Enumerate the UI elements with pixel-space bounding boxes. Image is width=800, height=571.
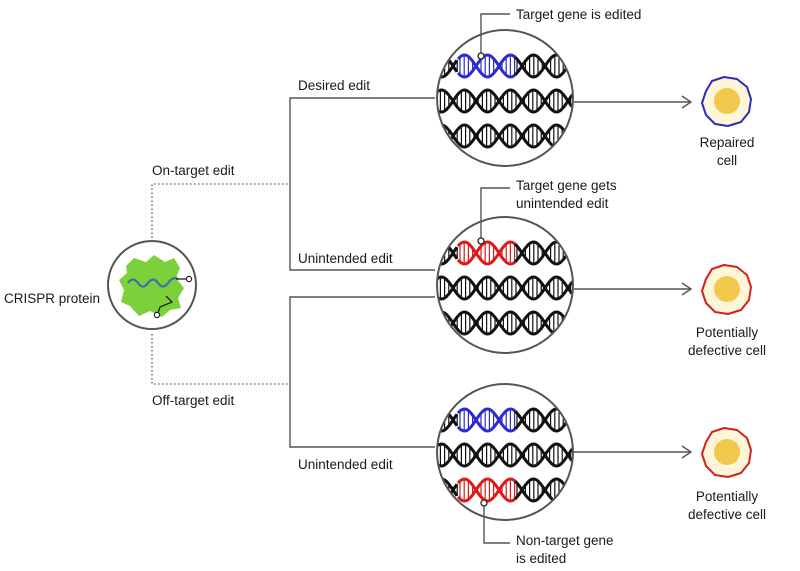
crispr-protein-icon [107,240,197,330]
cells [701,76,752,478]
dna-panel-1 [436,29,574,167]
dna-helix [438,275,572,301]
dna-panel-circle [436,383,574,521]
off-target-branch [289,296,435,448]
callout-target-unintended-2: unintended edit [516,196,609,211]
leader-target-edited [480,13,510,55]
callout-target-unintended-1: Target gene gets [516,178,617,193]
strand-end [153,311,161,319]
dna-panel-3 [436,383,574,521]
protein-blob [119,255,184,317]
dna-panel-circle [436,216,574,354]
leader-target-unintended-dot [477,237,485,245]
leader-target-unintended [480,187,510,240]
leader-target-edited-dot [477,52,485,60]
outcome-2-line2: defective cell [688,343,766,358]
probe-end [185,275,193,283]
dna-panel-circle [436,29,574,167]
cell-nucleus [714,88,740,114]
outcome-3-line1: Potentially [696,489,759,504]
cell-3 [701,427,752,478]
callout-target-edited: Target gene is edited [516,7,641,22]
cell-nucleus [714,439,740,465]
leader-nontarget-dot [480,499,488,507]
dna-panel-2 [436,216,574,354]
cell-1 [701,76,752,127]
arrow-head-3 [681,445,693,459]
arrow-head-1 [681,95,693,109]
dna-panels [436,29,574,521]
guide-rna [127,277,179,288]
on-target-dotted-line [151,183,290,238]
unintended-edit-label-2: Unintended edit [298,457,393,472]
dna-helix [438,407,572,433]
outcome-1-line1: Repaired [700,135,755,150]
unintended-edit-label-1: Unintended edit [298,251,393,266]
protein-strand [157,295,174,314]
off-target-label: Off-target edit [152,393,235,408]
outcome-1-line2: cell [717,153,737,168]
dna-helix [438,442,572,468]
crispr-protein-label: CRISPR protein [4,291,100,306]
cell-nucleus [714,276,740,302]
outcome-3-line2: defective cell [688,507,766,522]
off-target-dotted-line [151,334,290,385]
dna-helix [438,88,572,114]
on-target-label: On-target edit [152,163,235,178]
callout-nontarget-1: Non-target gene [516,533,614,548]
callout-nontarget-2: is edited [516,551,566,566]
callout-leaders [477,13,510,544]
on-target-branch [289,97,435,271]
branch-lines [151,95,693,459]
leader-nontarget [483,505,510,544]
arrow-head-2 [681,282,693,296]
cell-2 [701,264,752,315]
text-labels: CRISPR protein On-target edit Off-target… [4,7,766,566]
desired-edit-label: Desired edit [298,78,370,93]
outcome-2-line1: Potentially [696,325,759,340]
